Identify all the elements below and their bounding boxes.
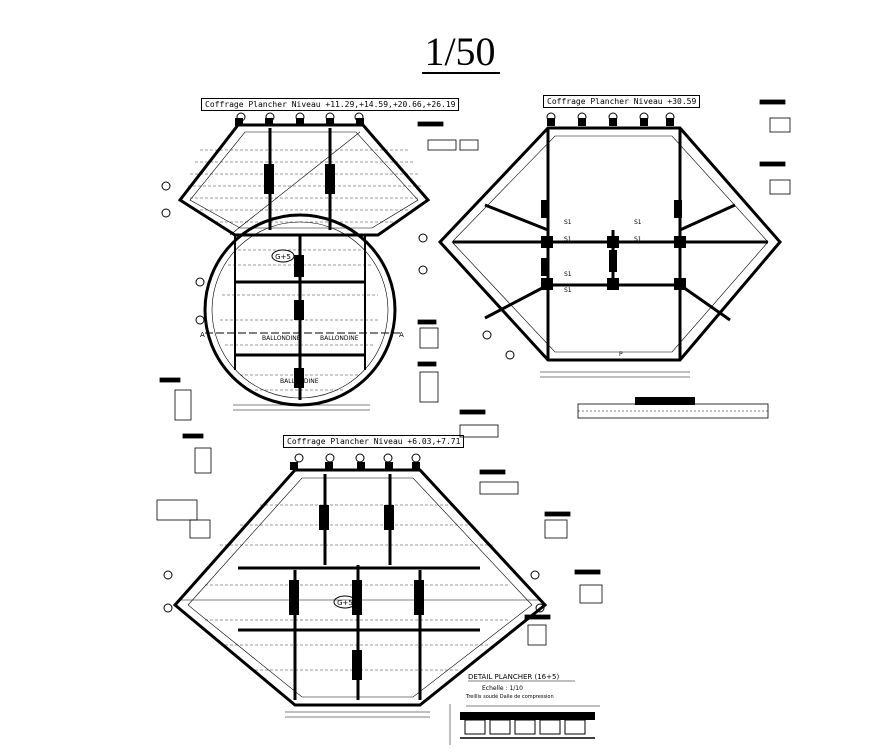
axis-bubbles [161,112,364,325]
plan-top-left: A A [161,112,431,411]
plancher-detail [449,704,600,745]
svg-text:S1: S1 [564,271,572,278]
svg-text:P: P [619,351,623,358]
drawing-scale-title: 1/50 [424,29,496,74]
plan-title-top-right: Coffrage Plancher Niveau +30.59 [543,95,701,108]
plan-title-bottom: Coffrage Plancher Niveau +6.03,+7.71 [283,435,465,448]
svg-text:BALLONDINE: BALLONDINE [262,335,301,342]
plan-bottom [163,453,548,718]
detail-scale: Echelle : 1/10 [482,685,523,692]
svg-text:S1: S1 [634,219,642,226]
section-details [156,99,791,646]
svg-text:A: A [200,331,205,339]
plan-title-top-left: Coffrage Plancher Niveau +11.29,+14.59,+… [201,98,460,111]
svg-text:BALLONDINE: BALLONDINE [280,378,319,385]
plan-top-right [418,112,782,419]
svg-text:S1: S1 [564,219,572,226]
plan-badge-top-left: G+5 [275,253,291,261]
svg-text:A: A [399,331,404,339]
detail-title: DETAIL PLANCHER (16+5) [468,673,559,681]
plan-badge-bottom: G+5 [337,599,353,607]
svg-text:S1: S1 [564,236,572,243]
svg-text:S1: S1 [564,287,572,294]
svg-text:S1: S1 [634,236,642,243]
scale-underline [422,72,500,74]
detail-note: Treillis soudé Dalle de compression [465,693,554,700]
slab-hatch [188,149,422,223]
svg-text:BALLONDINE: BALLONDINE [320,335,359,342]
